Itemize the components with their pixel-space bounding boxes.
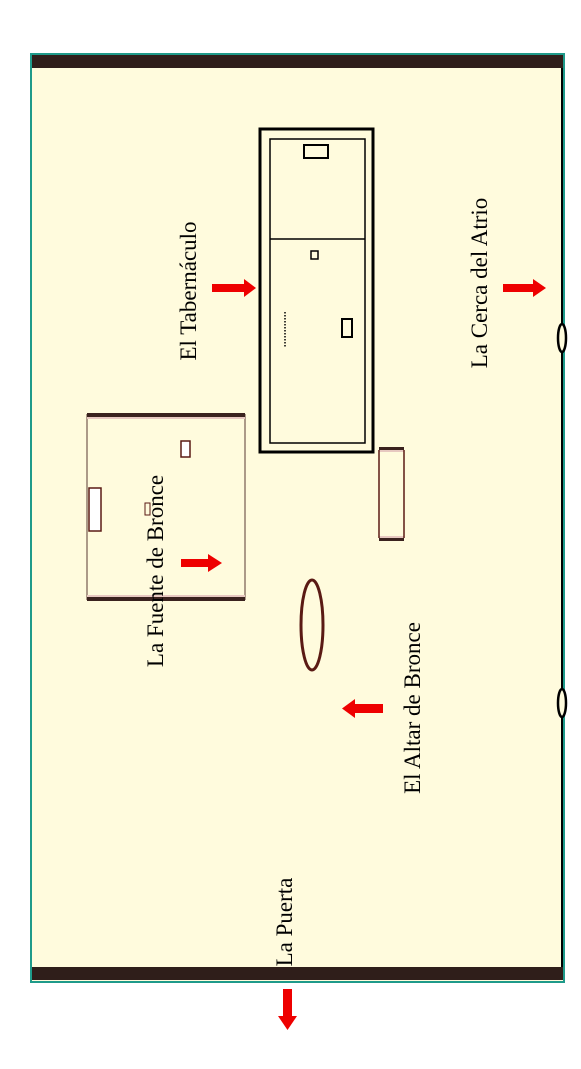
incense-altar	[310, 250, 319, 260]
laver-mark	[144, 502, 151, 516]
laver-post-small	[180, 440, 191, 458]
label-gate: La Puerta	[272, 878, 297, 967]
arrow-gate	[278, 989, 297, 1030]
bronze-basin	[299, 578, 325, 672]
laver-enclosure	[86, 413, 246, 601]
fence-post-upper	[556, 322, 568, 354]
label-altar: El Altar de Bronce	[400, 622, 425, 794]
arrow-laver	[181, 554, 222, 572]
arrow-fence	[503, 279, 546, 297]
bronze-stand	[378, 447, 405, 541]
arrow-altar	[342, 699, 383, 718]
label-fence: La Cerca del Atrio	[467, 198, 492, 369]
label-tabernacle: El Tabernáculo	[176, 221, 201, 360]
showbread-table	[341, 318, 353, 338]
laver-post-left	[88, 487, 102, 532]
ark-of-covenant	[303, 144, 329, 159]
label-laver: La Fuente de Bronce	[143, 475, 168, 667]
tabernacle-building	[258, 127, 375, 454]
court-fence-top-bar	[32, 55, 563, 68]
fence-post-lower	[556, 687, 568, 719]
arrow-tabernacle	[212, 279, 256, 297]
court-fence-bottom-bar	[32, 967, 563, 980]
